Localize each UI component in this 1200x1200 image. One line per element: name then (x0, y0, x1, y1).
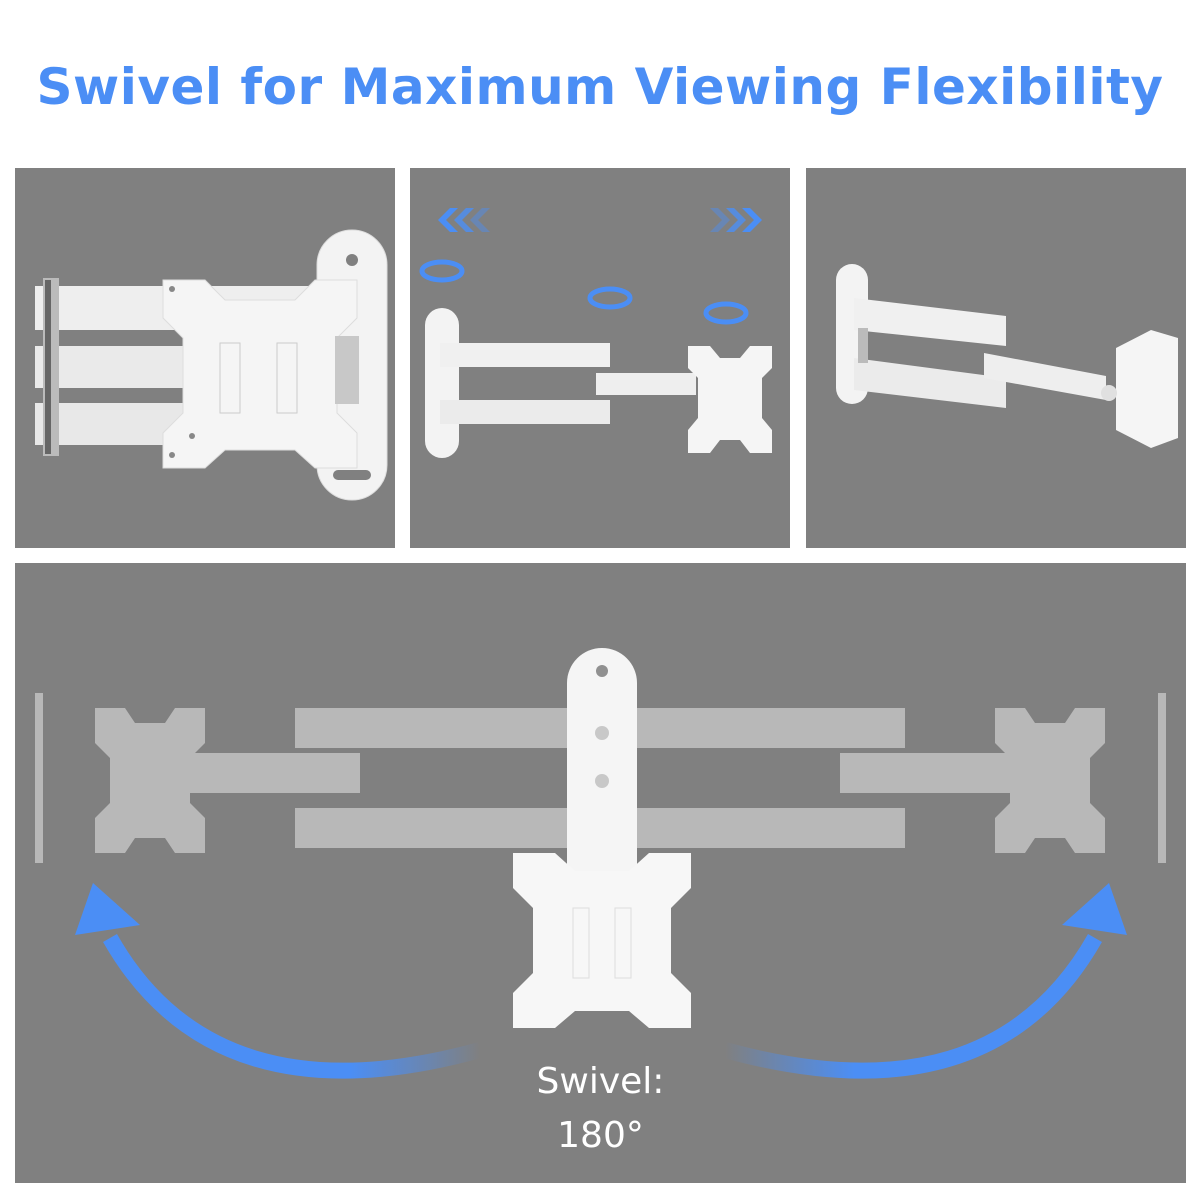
panel-extended-view (410, 168, 790, 548)
chevrons-left-icon (438, 208, 490, 232)
rotate-icon (587, 286, 633, 310)
rotate-icon (419, 259, 465, 283)
page-title: Swivel for Maximum Viewing Flexibility (36, 58, 1164, 116)
swivel-mount-illustration (35, 648, 1166, 1079)
panel-swivel-180: Swivel: 180° (15, 563, 1186, 1183)
swivel-label: Swivel: (536, 1061, 665, 1102)
folded-mount-illustration (35, 229, 388, 501)
rotate-icon (703, 301, 749, 325)
panel-angled-view (806, 168, 1186, 548)
arc-arrow-left-icon (75, 883, 483, 1079)
panel-folded-view (15, 168, 395, 548)
arc-arrow-right-icon (722, 883, 1127, 1079)
chevrons-right-icon (710, 208, 762, 232)
swivel-degrees: 180° (557, 1115, 644, 1156)
